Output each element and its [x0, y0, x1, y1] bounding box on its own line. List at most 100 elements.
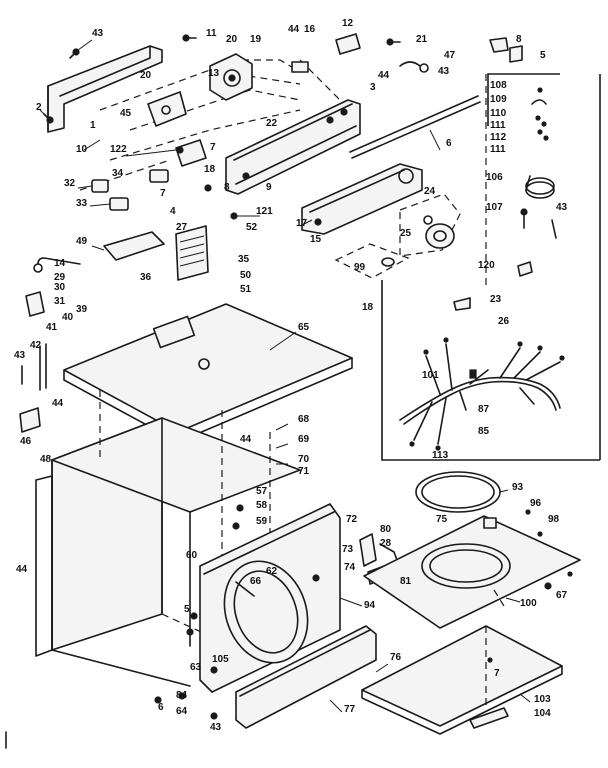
screw [182, 34, 197, 42]
screw [186, 628, 194, 636]
part-callout-number: 20 [226, 34, 238, 45]
part-callout-number: 5 [184, 604, 190, 615]
part-callout-number: 50 [240, 270, 252, 281]
part-callout-number: 35 [238, 254, 250, 265]
front-panel [199, 503, 341, 693]
part-callout-number: 58 [256, 500, 268, 511]
part-callout-number: 26 [498, 316, 510, 327]
part-callout-number: 43 [438, 66, 450, 77]
part-callout-number: 36 [140, 272, 152, 283]
part-callout-number: 8 [224, 182, 230, 193]
part-callout-number: 84 [176, 690, 188, 701]
part-callout-number: 41 [46, 322, 58, 333]
screw [386, 38, 401, 46]
door-seal-ring [415, 471, 501, 513]
part-callout-number: 112 [490, 132, 507, 143]
wiring-harness-inset [381, 73, 601, 461]
screw [520, 208, 528, 229]
cover-plate [103, 231, 165, 261]
part-callout-number: 24 [424, 186, 436, 197]
part-callout-number: 5 [540, 50, 546, 61]
part-callout-number: 105 [212, 654, 229, 665]
screw [178, 692, 186, 700]
part-callout-number: 51 [240, 284, 252, 295]
knob-insert [381, 257, 395, 267]
part-callout-number: 66 [250, 576, 262, 587]
part-callout-number: 44 [16, 564, 28, 575]
part-callout-number: 62 [266, 566, 278, 577]
part-callout-number: 101 [422, 370, 439, 381]
part-callout-number: 7 [210, 142, 216, 153]
clip [453, 297, 471, 311]
part-callout-number: 74 [344, 562, 356, 573]
part-callout-number: 46 [20, 436, 32, 447]
part-callout-number: 39 [76, 304, 88, 315]
part-callout-number: 4 [170, 206, 176, 217]
part-callout-number: 69 [298, 434, 310, 445]
part-callout-number: 45 [120, 108, 132, 119]
part-callout-number: 17 [296, 218, 308, 229]
door-inner-panel [361, 625, 563, 735]
part-callout-number: 49 [76, 236, 88, 247]
part-callout-number: 9 [266, 182, 272, 193]
part-callout-number: 100 [520, 598, 537, 609]
power-cord-coil [525, 175, 555, 199]
screw [69, 48, 80, 59]
part-callout-number: 104 [534, 708, 551, 719]
part-callout-number: 63 [190, 662, 202, 673]
part-callout-number: 8 [516, 34, 522, 45]
hinge-rod [39, 343, 47, 391]
screw [210, 712, 218, 720]
part-callout-number: 7 [494, 668, 500, 679]
part-callout-number: 43 [92, 28, 104, 39]
part-callout-number: 96 [530, 498, 542, 509]
knob [91, 179, 109, 193]
part-callout-number: 25 [400, 228, 412, 239]
part-callout-number: 21 [416, 34, 428, 45]
part-callout-number: 76 [390, 652, 402, 663]
clip [517, 261, 533, 277]
control-panel-front [301, 163, 423, 235]
part-callout-number: 107 [486, 202, 503, 213]
part-callout-number: 27 [176, 222, 188, 233]
part-callout-number: 111 [490, 144, 506, 155]
part-callout-number: 7 [160, 188, 166, 199]
screw [544, 582, 552, 590]
part-callout-number: 68 [298, 414, 310, 425]
screw [232, 522, 240, 530]
timer-motor [209, 53, 253, 101]
console-panel [225, 99, 361, 195]
part-callout-number: 71 [298, 466, 310, 477]
part-callout-number: 65 [298, 322, 310, 333]
knob [109, 197, 129, 211]
part-callout-number: 80 [380, 524, 392, 535]
part-callout-number: 42 [30, 340, 42, 351]
part-callout-number: 48 [40, 454, 52, 465]
screw [204, 184, 212, 192]
part-callout-number: 28 [380, 538, 392, 549]
part-callout-number: 22 [266, 118, 278, 129]
part-callout-number: 43 [210, 722, 222, 733]
part-callout-number: 3 [370, 82, 376, 93]
part-callout-number: 44 [52, 398, 64, 409]
leader-lines [39, 39, 531, 713]
part-callout-number: 44 [288, 24, 300, 35]
part-callout-number: 77 [344, 704, 356, 715]
screw [236, 504, 244, 512]
part-callout-number: 12 [342, 18, 354, 29]
part-callout-number: 70 [298, 454, 310, 465]
part-callout-number: 122 [110, 144, 127, 155]
part-callout-number: 98 [548, 514, 560, 525]
hose-fitting [33, 257, 81, 273]
door-panel [363, 515, 581, 629]
terminal-block [25, 291, 45, 317]
screw [43, 113, 54, 124]
part-callout-number: 30 [54, 282, 66, 293]
part-callout-number: 94 [364, 600, 376, 611]
part-callout-number: 43 [14, 350, 26, 361]
part-callout-number: 93 [512, 482, 524, 493]
part-callout-number: 111 [490, 120, 506, 131]
part-callout-number: 73 [342, 544, 354, 555]
